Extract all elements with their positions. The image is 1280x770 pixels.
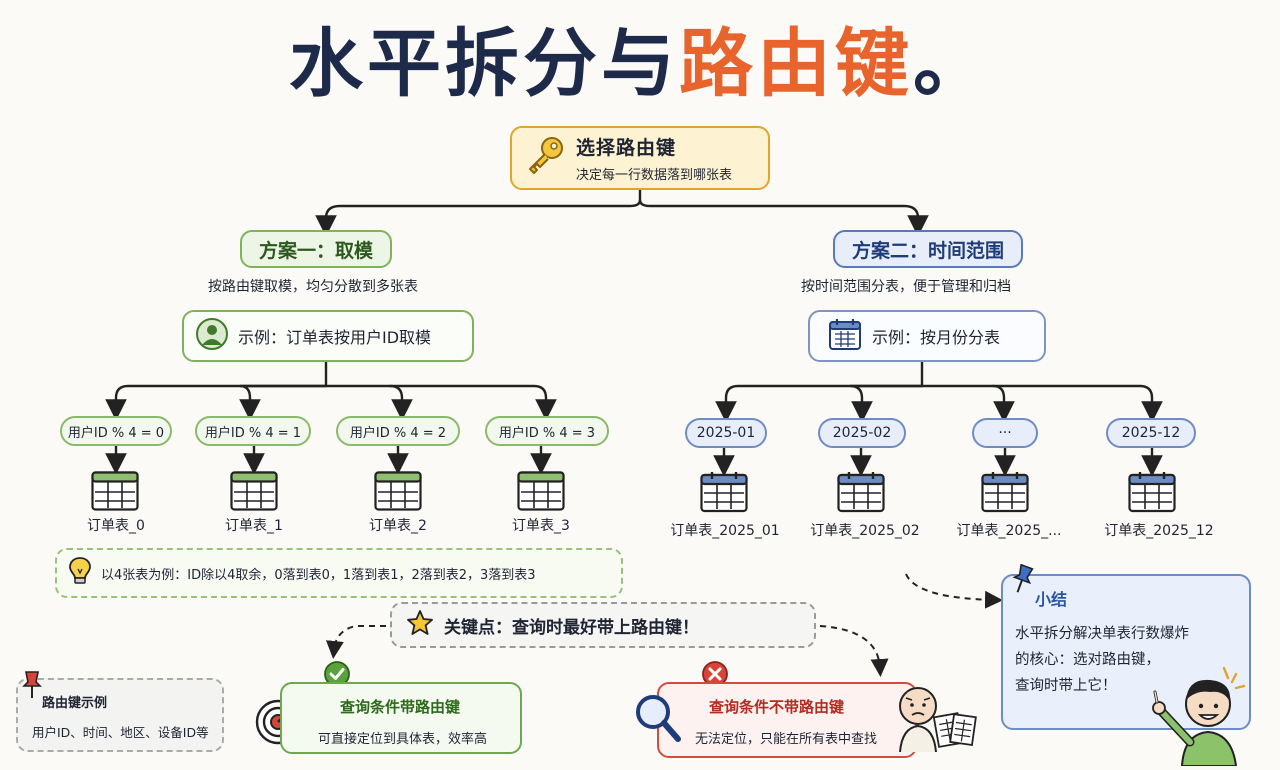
star-icon [406, 609, 434, 642]
plan-a-title: 方案一：取模 [240, 230, 392, 268]
modulo-note: 以4张表为例：ID除以4取余，0落到表0，1落到表1，2落到表2，3落到表3 [55, 548, 623, 598]
magnifier-icon [633, 692, 683, 748]
user-icon [196, 318, 228, 354]
plan-b-desc: 按时间范围分表，便于管理和归档 [801, 279, 1011, 295]
pushpin-icon [1009, 563, 1035, 600]
table-icon [517, 471, 565, 515]
plan-a-example: 示例：订单表按用户ID取模 [182, 310, 474, 362]
calendar-table-icon [981, 471, 1029, 517]
with-key-title: 查询条件带路由键 [340, 698, 461, 716]
key-point: 关键点：查询时最好带上路由键！ [390, 602, 816, 648]
table-icon [91, 471, 139, 515]
rule-pill: 用户ID % 4 = 3 [485, 416, 609, 446]
title-part-3: 路由键 [679, 21, 913, 107]
pushpin-icon [20, 670, 44, 704]
table-label: 订单表_2025_12 [1104, 523, 1214, 539]
table-label: 订单表_3 [512, 518, 570, 534]
legend-title: 路由键示例 [42, 696, 108, 711]
rule-pill: 用户ID % 4 = 1 [195, 416, 311, 446]
root-node: 选择路由键 决定每一行数据落到哪张表 [510, 126, 770, 190]
key-icon [524, 134, 568, 182]
table-label: 订单表_2025_02 [810, 523, 920, 539]
with-key-card: 查询条件带路由键 可直接定位到具体表，效率高 [280, 682, 522, 754]
calendar-table-icon [837, 471, 885, 517]
month-pill: ··· [972, 418, 1038, 448]
plan-a-desc: 按路由键取模，均匀分散到多张表 [208, 279, 418, 295]
worried-person-icon [892, 684, 978, 756]
calendar-table-icon [700, 471, 748, 517]
summary-line: 的核心：选对路由键， [1015, 652, 1160, 668]
plan-b-example-text: 示例：按月份分表 [872, 328, 1001, 347]
month-pill: 2025-12 [1106, 418, 1196, 448]
summary-line: 查询时带上它！ [1015, 678, 1117, 694]
legend-desc: 用户ID、时间、地区、设备ID等 [32, 725, 209, 740]
plan-a-example-text: 示例：订单表按用户ID取模 [238, 328, 432, 347]
without-key-title: 查询条件不带路由键 [709, 698, 845, 716]
table-label: 订单表_2025_01 [670, 523, 780, 539]
month-pill: 2025-01 [685, 418, 767, 448]
page-title: 水平拆分与路由键。 [0, 16, 1280, 112]
table-icon [374, 471, 422, 515]
summary-line: 水平拆分解决单表行数爆炸 [1015, 626, 1189, 642]
person-icon [1146, 660, 1252, 770]
title-part-2: 与 [601, 21, 679, 107]
rule-pill: 用户ID % 4 = 0 [60, 416, 172, 446]
table-label: 订单表_1 [225, 518, 283, 534]
root-title: 选择路由键 [576, 137, 677, 159]
table-label: 订单表_0 [87, 518, 145, 534]
calendar-icon [828, 317, 862, 355]
routing-key-legend: 路由键示例 用户ID、时间、地区、设备ID等 [16, 671, 224, 752]
title-part-4: 。 [913, 21, 991, 107]
without-key-desc: 无法定位，只能在所有表中查找 [695, 732, 878, 747]
bulb-icon [67, 556, 93, 590]
cross-icon [701, 660, 729, 692]
table-icon [230, 471, 278, 515]
table-label: 订单表_2 [369, 518, 427, 534]
modulo-note-text: 以4张表为例：ID除以4取余，0落到表0，1落到表1，2落到表2，3落到表3 [101, 567, 536, 583]
without-key-card: 查询条件不带路由键 无法定位，只能在所有表中查找 [657, 682, 917, 758]
root-subtitle: 决定每一行数据落到哪张表 [576, 168, 733, 183]
rule-pill: 用户ID % 4 = 2 [336, 416, 460, 446]
summary-card: 小结 水平拆分解决单表行数爆炸 的核心：选对路由键， 查询时带上它！ [1001, 563, 1251, 730]
plan-b-title: 方案二：时间范围 [833, 230, 1023, 268]
month-pill: 2025-02 [818, 418, 906, 448]
with-key-desc: 可直接定位到具体表，效率高 [318, 732, 488, 747]
key-point-text: 关键点：查询时最好带上路由键！ [444, 617, 699, 638]
title-part-1: 水平拆分 [289, 21, 601, 107]
summary-title: 小结 [1035, 590, 1068, 609]
table-label: 订单表_2025_... [956, 523, 1062, 539]
calendar-table-icon [1128, 471, 1176, 517]
plan-b-example: 示例：按月份分表 [808, 310, 1046, 362]
